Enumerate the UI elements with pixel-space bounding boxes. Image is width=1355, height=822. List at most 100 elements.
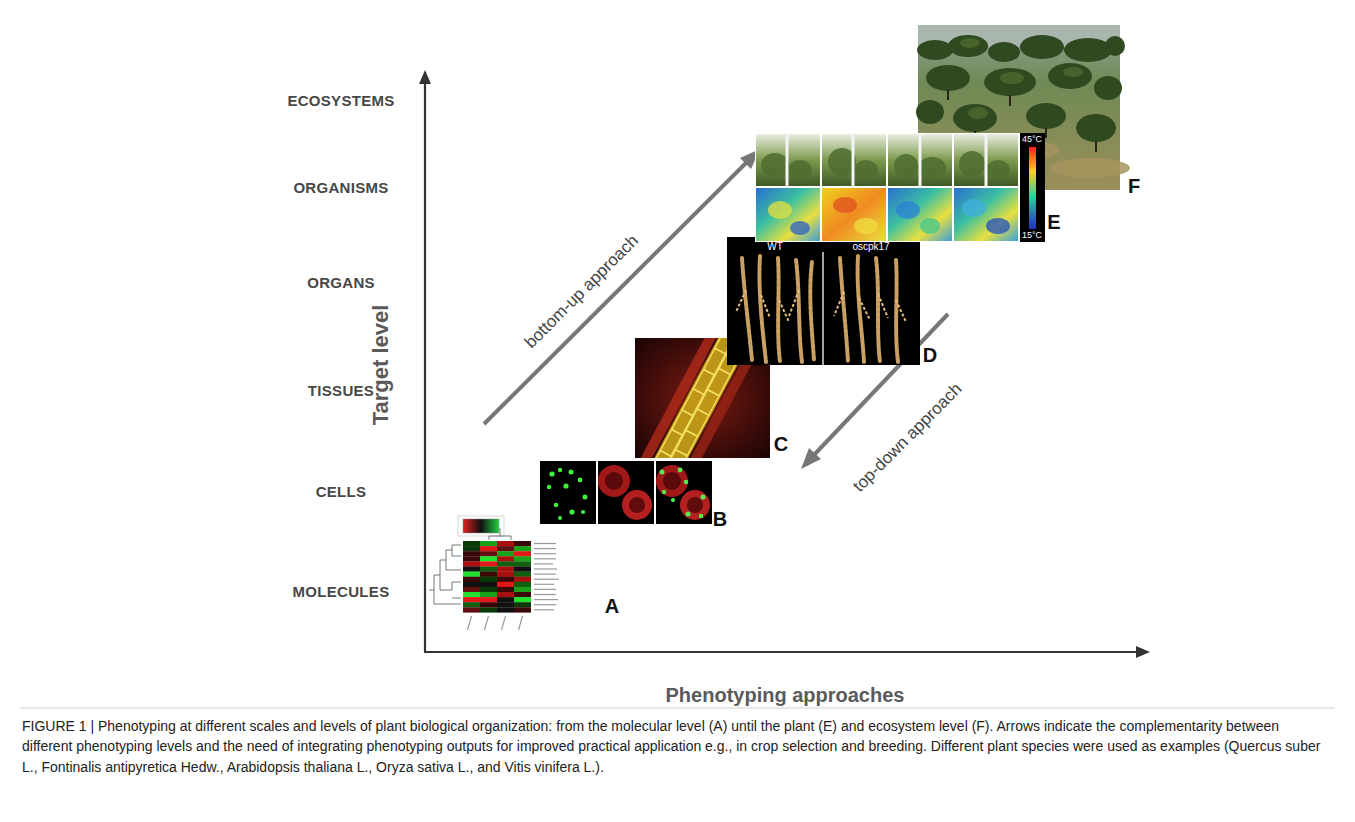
thermal-images — [756, 188, 1018, 241]
heatmap-cell — [463, 556, 480, 561]
heatmap-cells — [463, 541, 531, 613]
heatmap-cell — [514, 602, 531, 607]
gene-name-mark — [534, 599, 558, 600]
chloroplast-signal — [622, 490, 652, 520]
tree-highlights — [1000, 72, 1024, 84]
heatmap-cell — [463, 551, 480, 556]
canopy-photos — [786, 134, 789, 186]
chloroplast-signal — [598, 465, 652, 520]
cork-oak-trees — [1026, 103, 1066, 129]
heatmap-cell — [514, 561, 531, 566]
gfp-dots — [569, 509, 574, 514]
temperature-colorbar — [1029, 147, 1036, 229]
gene-name-mark — [534, 579, 559, 580]
canopy-photos — [788, 160, 812, 180]
tree-trunks — [947, 90, 949, 100]
heatmap-cell — [497, 592, 514, 597]
merged-signal — [680, 490, 710, 520]
canopy-photos — [761, 153, 789, 177]
gene-name-marks — [534, 544, 559, 610]
panicle-branches — [736, 290, 906, 322]
caption-rule — [20, 708, 1335, 709]
gene-name-mark — [534, 573, 556, 574]
heatmap-cell — [480, 561, 497, 566]
panicle-branches — [761, 295, 770, 318]
axis-title: Phenotyping approaches — [666, 684, 905, 706]
scale-label: 15°C — [1022, 231, 1042, 241]
cell-image — [656, 461, 712, 524]
cork-oak-trees — [1094, 76, 1122, 100]
canopy-photos — [919, 134, 922, 186]
column-name-mark — [502, 616, 506, 630]
heatmap-cell — [514, 597, 531, 602]
y-axis — [424, 82, 426, 652]
panicle-branches — [789, 290, 799, 316]
panicles — [796, 260, 802, 362]
heatmap-panel — [429, 516, 559, 630]
canopy-photos — [852, 134, 855, 186]
panicle-branches — [896, 300, 906, 322]
heatmap-cell — [497, 551, 514, 556]
heatmap-cell — [514, 572, 531, 577]
thermal-images — [833, 197, 857, 213]
merged-signal — [684, 480, 689, 485]
heatmap-cell — [480, 572, 497, 577]
image-label: oscpk17 — [852, 241, 889, 252]
arrow-label: top-down approach — [850, 380, 966, 496]
heatmap-cell — [497, 582, 514, 587]
canopy-photos — [822, 134, 886, 186]
tree-highlights — [960, 38, 980, 48]
gene-name-mark — [534, 584, 554, 585]
heatmap-cell — [463, 546, 480, 551]
level-name: ORGANS — [307, 275, 375, 292]
heatmap-cell — [463, 577, 480, 582]
panicles — [858, 256, 864, 362]
chloroplast-signal — [605, 472, 623, 490]
merged-signal — [663, 472, 681, 490]
cork-oak-trees — [1048, 63, 1092, 89]
heatmap-cell — [514, 546, 531, 551]
heatmap-cell — [480, 607, 497, 612]
heatmap-cell — [463, 597, 480, 602]
cork-oak-trees — [917, 40, 953, 60]
panel-letter: E — [1047, 211, 1060, 233]
panicles — [840, 258, 848, 362]
heatmap-cell — [497, 607, 514, 612]
gfp-dots — [569, 470, 574, 475]
gfp-dots — [583, 495, 588, 500]
gfp-dots — [547, 485, 551, 489]
canopy-photos — [959, 151, 985, 177]
merged-signal — [656, 465, 688, 497]
column-name-mark — [519, 616, 523, 630]
chloroplast-signal — [629, 497, 645, 513]
tree-highlights — [1063, 67, 1083, 77]
gfp-dots — [578, 478, 583, 483]
heatmap-cell — [514, 587, 531, 592]
heatmap-cell — [497, 602, 514, 607]
thermal-images — [888, 188, 952, 241]
cork-oak-trees — [1064, 38, 1112, 62]
column-dendrogram — [489, 528, 511, 540]
thermal-images — [768, 201, 792, 219]
cork-oak-trees — [984, 68, 1036, 96]
tree-highlights — [968, 107, 988, 119]
level-name: CELLS — [316, 484, 367, 501]
heatmap-cell — [497, 556, 514, 561]
panicles — [742, 258, 752, 360]
axis-title: Target level — [369, 305, 393, 426]
heatmap-cell — [480, 546, 497, 551]
heatmap-cell — [463, 607, 480, 612]
gene-name-mark — [534, 594, 556, 595]
thermal-images — [768, 197, 1010, 235]
level-name: ORGANISMS — [293, 180, 388, 197]
thermal-images — [920, 218, 940, 234]
image-label: WT — [767, 241, 783, 252]
panicle-branches — [878, 294, 888, 318]
panel-letter: A — [605, 595, 619, 617]
x-axis — [424, 651, 1138, 653]
heatmap-cell — [514, 556, 531, 561]
panicles — [778, 258, 780, 362]
merged-signal — [686, 512, 691, 517]
tissue-cells — [637, 338, 730, 458]
heatmap-cell — [480, 582, 497, 587]
